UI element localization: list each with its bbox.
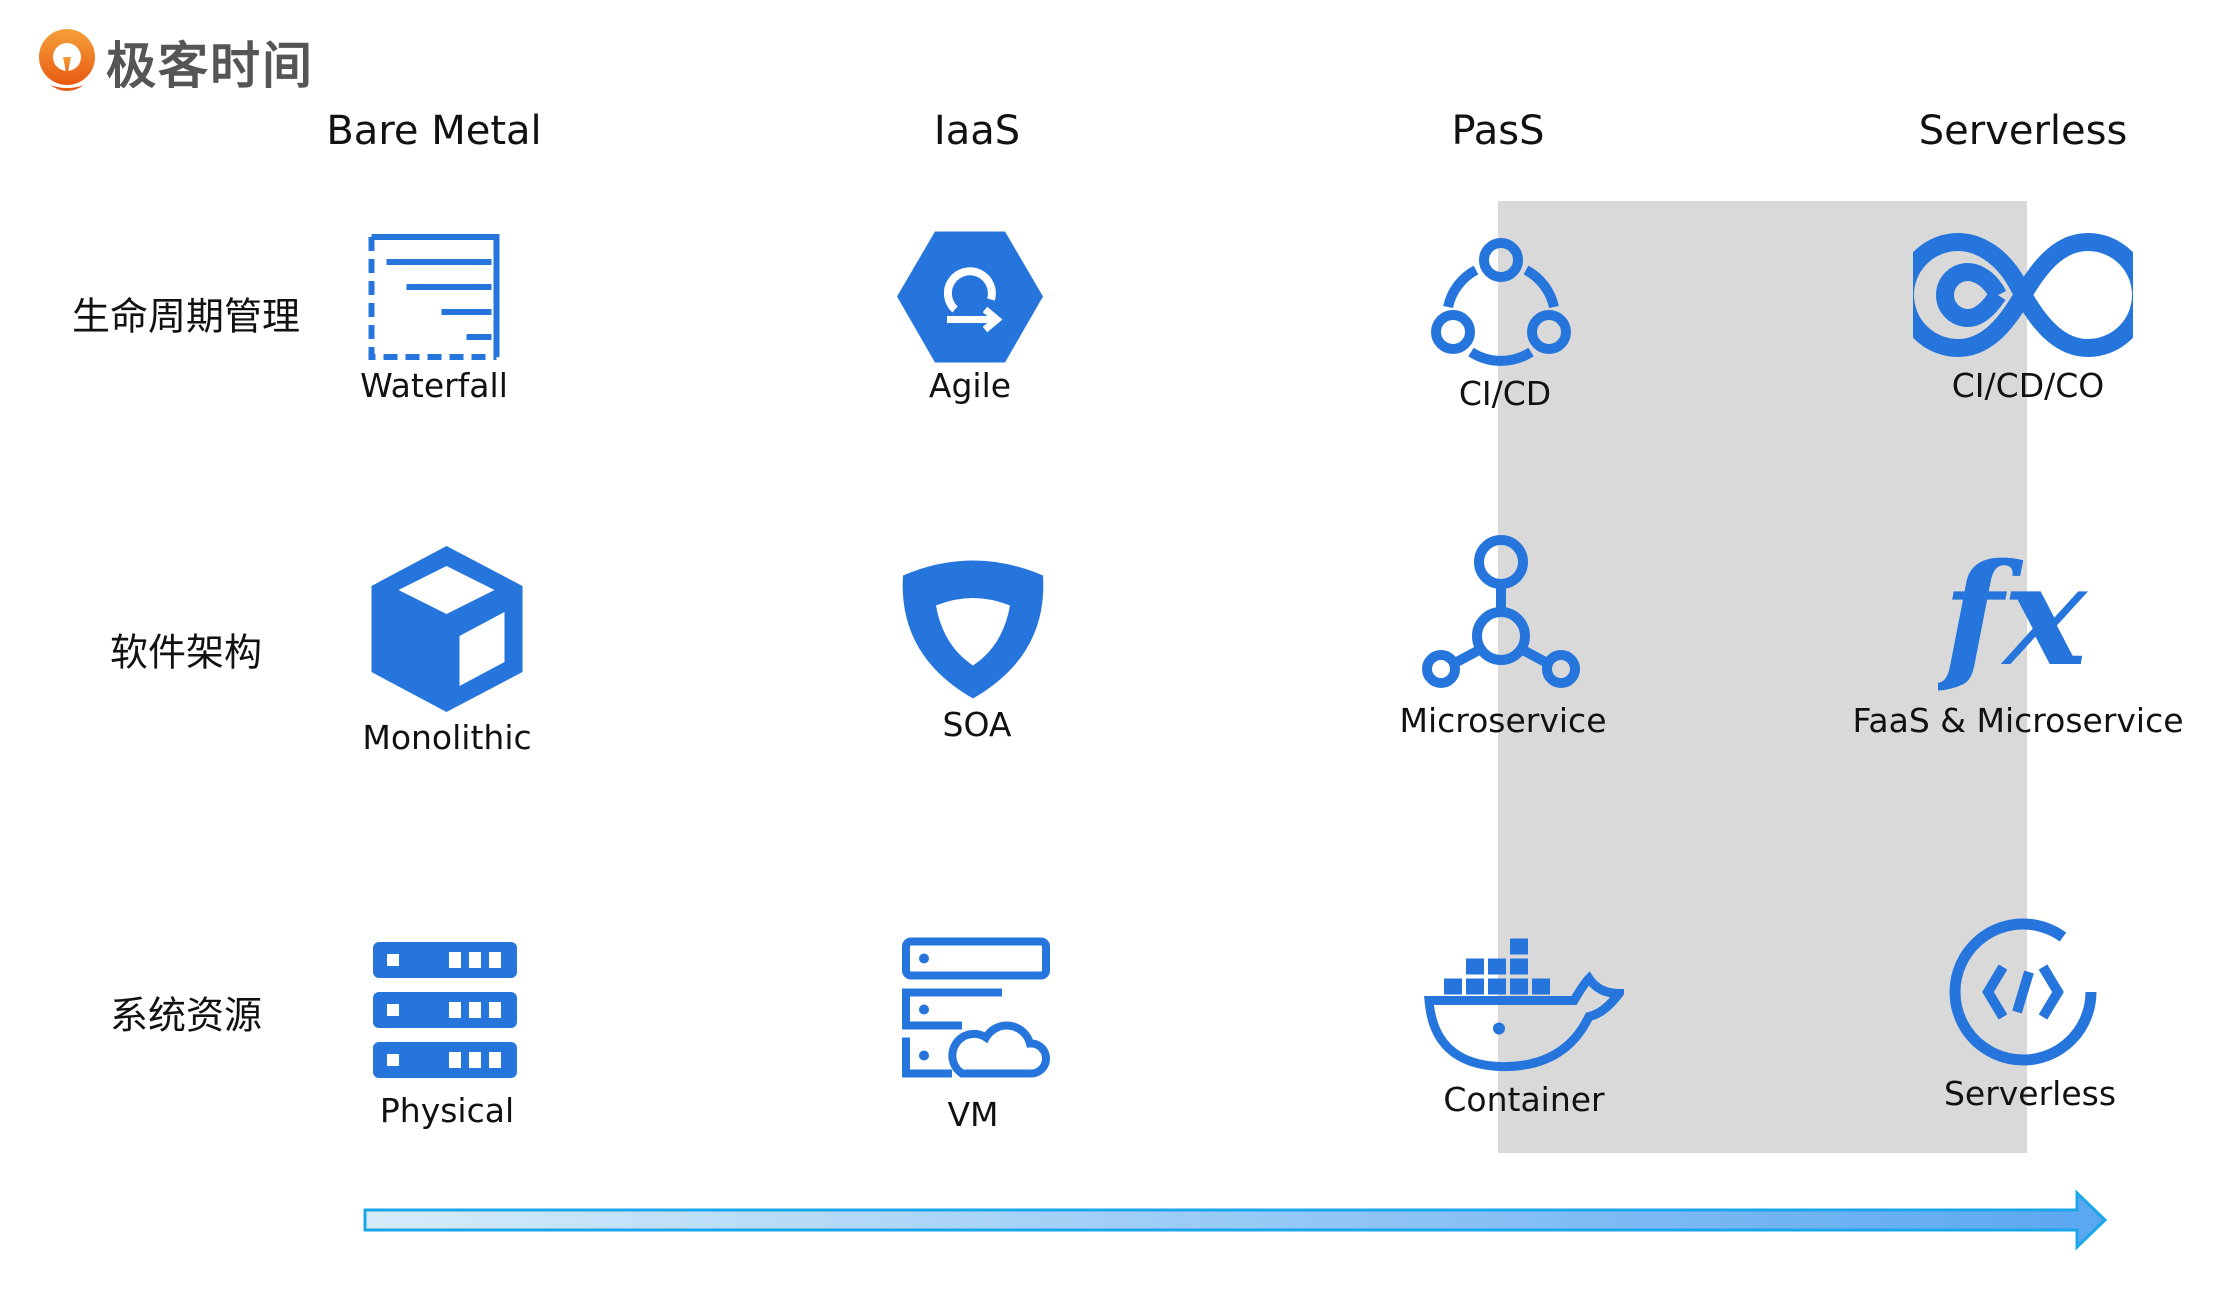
agile-label: Agile [928, 366, 1012, 405]
function-fx-icon: fx [1938, 549, 2088, 698]
row-header-resources: 系统资源 [109, 993, 263, 1038]
faas-label: FaaS & Microservice [1852, 701, 2184, 740]
serverless-icon [1949, 918, 2097, 1066]
vm-cloud-server-icon [902, 937, 1050, 1078]
logo: 极客时间 [36, 26, 314, 98]
cicd-icon [1431, 238, 1571, 366]
soa-label: SOA [942, 705, 1012, 744]
docker-container-icon [1424, 938, 1624, 1072]
waterfall-label: Waterfall [360, 366, 508, 405]
svg-text:fx: fx [1938, 549, 2088, 698]
soa-shield-icon [902, 560, 1044, 699]
cicd-label: CI/CD [1458, 374, 1552, 413]
column-header-iaas: IaaS [933, 108, 1021, 154]
vm-label: VM [947, 1095, 999, 1134]
row-header-lifecycle: 生命周期管理 [71, 294, 301, 339]
agile-icon [897, 231, 1043, 363]
microservice-icon [1422, 535, 1580, 688]
microservice-label: Microservice [1399, 701, 1607, 740]
logo-text: 极客时间 [106, 37, 314, 95]
column-header-bare-metal: Bare Metal [326, 108, 542, 154]
row-header-architecture: 软件架构 [109, 630, 263, 675]
monolithic-label: Monolithic [362, 718, 532, 757]
serverless-highlight-region [1498, 201, 2027, 1153]
cicdco-label: CI/CD/CO [1951, 366, 2105, 405]
monolithic-cube-icon [371, 546, 523, 712]
physical-server-icon [373, 942, 517, 1078]
column-header-paas: PasS [1451, 108, 1545, 154]
logo-icon [39, 29, 95, 91]
waterfall-icon [368, 234, 500, 360]
container-label: Container [1443, 1080, 1605, 1119]
column-header-serverless: Serverless [1918, 108, 2128, 154]
infinity-icon [1913, 232, 2133, 358]
evolution-arrow [363, 1189, 2108, 1251]
physical-label: Physical [379, 1091, 515, 1130]
serverless-label: Serverless [1943, 1074, 2117, 1113]
